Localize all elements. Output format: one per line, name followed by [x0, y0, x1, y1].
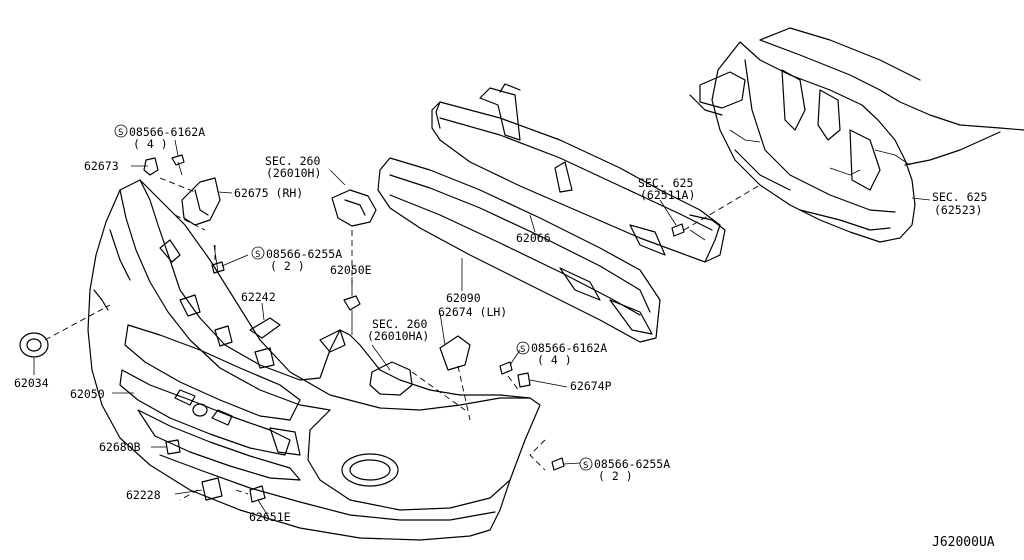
clip-62680b	[165, 439, 181, 455]
bracket-62674-lh	[439, 335, 471, 371]
screw-top	[171, 154, 185, 176]
label-62675: 62675 (RH)	[234, 186, 303, 200]
label-qty-mid: ( 2 )	[270, 259, 305, 273]
screw-symbol-text: S	[118, 128, 123, 138]
label-62090: 62090	[446, 291, 481, 305]
label-62050E: 62050E	[330, 263, 372, 277]
screw-mid	[211, 244, 225, 274]
label-08566-6162A-bot: 08566-6162A	[531, 341, 607, 355]
label-62066: 62066	[516, 231, 551, 245]
bracket-62675-rh	[181, 177, 221, 226]
label-qty-bot-2: ( 2 )	[598, 469, 633, 483]
clip-62651e	[249, 485, 266, 503]
screw-symbol-text: S	[583, 461, 588, 471]
label-62674P: 62674P	[570, 379, 612, 393]
bumper-reinforcement	[431, 83, 726, 263]
screw-62674	[499, 361, 513, 375]
clip-62050e	[343, 295, 361, 335]
plate-62242	[249, 317, 281, 339]
label-62674: 62674 (LH)	[438, 305, 507, 319]
label-62228: 62228	[126, 488, 161, 502]
label-62242: 62242	[241, 290, 276, 304]
tow-hook-cap-62228	[201, 477, 223, 501]
callout-labels: S S S S 08566-6162A ( 4 ) 62673 62675 (R…	[14, 124, 995, 550]
label-62511A: (62511A)	[640, 188, 695, 202]
label-62680B: 62680B	[99, 440, 141, 454]
screw-bottom	[551, 457, 565, 471]
screw-symbol-icon	[251, 246, 265, 260]
label-08566-6255A-bot: 08566-6255A	[594, 457, 670, 471]
label-08566-6162A-top: 08566-6162A	[129, 125, 205, 139]
clip-62674p	[517, 372, 531, 388]
screw-symbol-icon	[114, 124, 128, 138]
energy-absorber	[377, 157, 661, 343]
clip-62673	[143, 157, 159, 176]
label-62034: 62034	[14, 376, 49, 390]
screw-symbol-text: S	[255, 250, 260, 260]
screw-symbol-icon	[516, 341, 530, 355]
label-sec260-h: SEC. 260	[265, 154, 320, 168]
headlamp-bracket-lh	[369, 361, 413, 396]
radiator-core-support	[689, 27, 1024, 243]
label-sec625-a: SEC. 625	[638, 176, 693, 190]
label-62673: 62673	[84, 159, 119, 173]
label-sec260-ha: SEC. 260	[372, 317, 427, 331]
bolt-sec625	[671, 223, 685, 237]
label-26010H: (26010H)	[266, 166, 321, 180]
leader-lines	[33, 139, 931, 517]
bumper-fascia	[87, 179, 541, 541]
label-qty-top: ( 4 )	[133, 137, 168, 151]
label-62523: (62523)	[934, 203, 982, 217]
label-62050: 62050	[70, 387, 105, 401]
label-qty-bot: ( 4 )	[537, 353, 572, 367]
screw-symbol-text: S	[520, 345, 525, 355]
screw-symbol-icon	[579, 457, 593, 471]
grommet-62034	[19, 332, 49, 358]
label-26010HA: (26010HA)	[367, 329, 429, 343]
label-sec625-b: SEC. 625	[932, 190, 987, 204]
label-08566-6255A-mid: 08566-6255A	[266, 247, 342, 261]
label-62651E: 62651E	[249, 510, 291, 524]
headlamp-bracket-rh	[331, 189, 377, 227]
diagram-id: J62000UA	[932, 535, 995, 550]
